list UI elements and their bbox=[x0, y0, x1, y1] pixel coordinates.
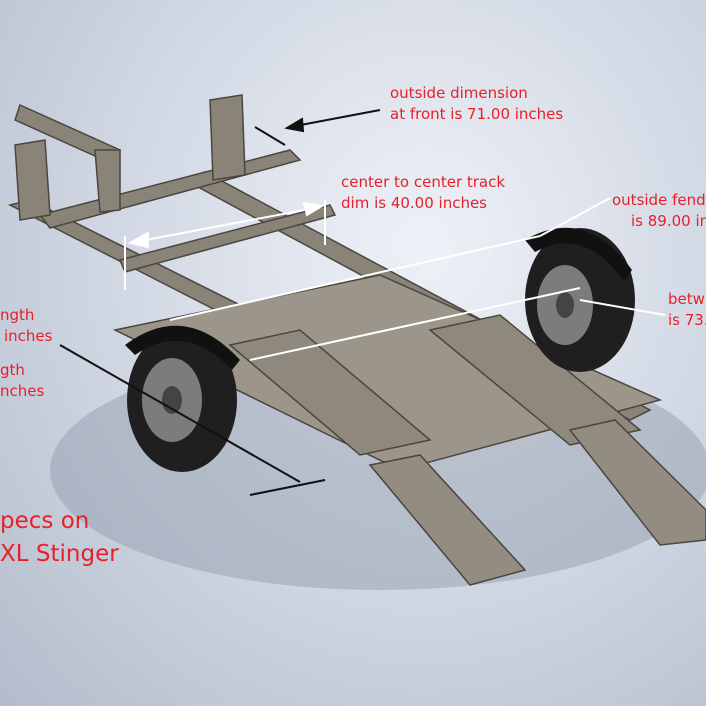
annotation-fender-width: outside fend is 89.00 in bbox=[612, 190, 706, 232]
white-dimension-lines bbox=[124, 197, 666, 361]
annotation-line: betw bbox=[668, 290, 705, 308]
annotation-line: outside dimension bbox=[390, 84, 528, 102]
title-line: XL Stinger bbox=[0, 541, 119, 567]
annotation-length-1: ngth inches bbox=[0, 305, 52, 347]
annotation-line: nches bbox=[0, 382, 45, 400]
annotation-front-width: outside dimension at front is 71.00 inch… bbox=[390, 83, 563, 125]
annotation-length-2: gth nches bbox=[0, 360, 44, 402]
annotation-between: betw is 73. bbox=[668, 289, 706, 331]
annotation-line: dim is 40.00 inches bbox=[341, 194, 488, 212]
annotation-line: outside fend bbox=[612, 191, 706, 209]
annotation-line: is 73. bbox=[668, 311, 706, 329]
wheel-left bbox=[125, 325, 240, 472]
annotation-line: center to center track bbox=[341, 173, 506, 191]
black-leader-lines bbox=[59, 109, 381, 496]
annotation-line: inches bbox=[4, 327, 53, 345]
annotation-line: gth bbox=[0, 361, 25, 379]
wheel-right bbox=[525, 227, 635, 372]
title-annotation: pecs on XL Stinger bbox=[0, 505, 119, 571]
annotation-line: at front is 71.00 inches bbox=[390, 105, 564, 123]
annotation-track-center: center to center track dim is 40.00 inch… bbox=[341, 172, 505, 214]
annotation-line: ngth bbox=[0, 306, 35, 324]
annotation-line: is 89.00 in bbox=[631, 212, 706, 230]
title-line: pecs on bbox=[0, 508, 90, 534]
